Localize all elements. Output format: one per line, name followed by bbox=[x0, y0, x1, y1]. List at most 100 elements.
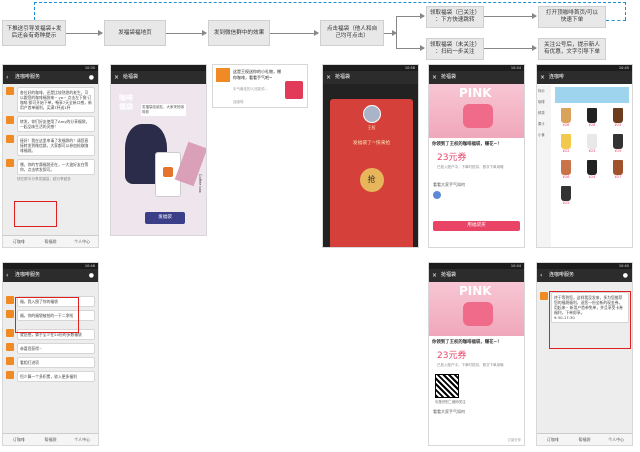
send-bag-button[interactable]: 发福袋 bbox=[145, 212, 185, 224]
mascot-illustration bbox=[463, 104, 493, 128]
product-item[interactable]: ¥25 bbox=[553, 185, 579, 211]
coupon-desc: 已放入账户中，下单时抵扣，首次下单用哦 bbox=[437, 363, 504, 367]
close-icon[interactable]: × bbox=[432, 272, 438, 279]
product-item[interactable]: ¥25 bbox=[605, 107, 631, 133]
menu-order[interactable]: 订咖啡 bbox=[546, 436, 559, 442]
menu-order[interactable]: 订咖啡 bbox=[12, 436, 25, 442]
promo-banner[interactable] bbox=[555, 87, 629, 103]
avatar bbox=[6, 357, 14, 365]
flow-step-home-line1: 打开顶咖啡首页/可以 bbox=[545, 10, 599, 16]
close-icon[interactable]: × bbox=[540, 74, 546, 81]
claimed-nav: × 抢福袋 bbox=[429, 71, 524, 84]
person-icon[interactable]: ● bbox=[88, 272, 94, 279]
status-bar bbox=[111, 65, 206, 71]
avatar bbox=[6, 329, 14, 337]
arrow-5b bbox=[396, 45, 425, 51]
use-bag-button[interactable]: 用福袋买 bbox=[433, 221, 520, 231]
chat-title: 连咖啡服务 bbox=[15, 74, 41, 80]
brand-text: Coffee box bbox=[198, 174, 202, 193]
close-icon[interactable]: × bbox=[326, 74, 332, 81]
category-item[interactable]: 鲜茶 bbox=[538, 111, 545, 115]
product-item[interactable]: ¥27 bbox=[605, 159, 631, 185]
chat-bubble: 就您抱，猜手至少在20份的多数福袋 bbox=[17, 329, 95, 340]
back-icon[interactable]: ‹ bbox=[540, 272, 543, 279]
menu-bag[interactable]: 帮福袋 bbox=[44, 436, 57, 442]
menu-profile[interactable]: 个人中心 bbox=[74, 238, 91, 244]
chat-nav: ‹ 连咖啡服务 ● bbox=[537, 269, 632, 282]
menu-bag[interactable]: 帮福袋 bbox=[44, 238, 57, 244]
sender-name: 王权 bbox=[367, 125, 376, 130]
avatar bbox=[6, 87, 14, 95]
menu-bag[interactable]: 帮福袋 bbox=[578, 436, 591, 442]
menu-order[interactable]: 订咖啡 bbox=[12, 238, 25, 244]
claimed-title: 抢福袋 bbox=[441, 74, 457, 80]
product-item[interactable]: ¥23 bbox=[579, 133, 605, 159]
chat-message: 就您抱，猜手至少在20份的多数福袋 bbox=[3, 321, 98, 340]
product-item[interactable]: ¥26 bbox=[553, 107, 579, 133]
product-price: ¥19 bbox=[614, 149, 622, 153]
chat-message: 各位好的咖啡，还是比较熟悉的老生，可以跟您的咖啡福袋来~ yo~ 点击左下角'订… bbox=[3, 84, 98, 113]
menu-profile[interactable]: 个人中心 bbox=[608, 436, 625, 442]
flow-step-click: 点击福袋（他人和自 己均可点击） bbox=[320, 20, 384, 46]
back-icon[interactable]: ‹ bbox=[6, 272, 9, 279]
envelope-nav: × 抢福袋 bbox=[323, 71, 418, 84]
product-item[interactable]: ¥24 bbox=[579, 159, 605, 185]
flow-step-push: 下推送引导发福袋+发 后还会有奇种提示 bbox=[2, 20, 66, 46]
avatar bbox=[6, 310, 14, 318]
envelope-title: 抢福袋 bbox=[335, 74, 351, 80]
chat-message: 恭喜您获得~ bbox=[3, 340, 98, 354]
open-envelope-button[interactable]: 抢 bbox=[359, 168, 384, 192]
category-item[interactable]: 小食 bbox=[538, 133, 545, 137]
menu-nav: × 连咖啡 bbox=[537, 71, 632, 84]
menu-bar: 订咖啡 帮福袋 个人中心 bbox=[3, 235, 98, 247]
person-icon[interactable]: ● bbox=[622, 272, 628, 279]
banner-text: PINK bbox=[459, 284, 492, 298]
avatar bbox=[6, 135, 14, 143]
flow-step-group: 发到微信群中的效果 bbox=[208, 20, 270, 46]
chat-message: 福，你的福袋被抢的一干二净啦 bbox=[3, 307, 98, 321]
close-icon[interactable]: × bbox=[432, 74, 438, 81]
product-grid: ¥26¥28¥25¥22¥23¥19¥26¥24¥27¥25 bbox=[553, 107, 632, 211]
close-icon[interactable]: × bbox=[114, 74, 120, 81]
chat-bubble: 终于等到您，这样我没发来，多为您推荐您的福袋福利，送您一份全新的现金券，用起来~… bbox=[551, 292, 629, 323]
screen-group-card: 这是王权送你的小礼物，赠你咖啡，看看手气吧~ 手气最佳的人还能领… 连咖啡 bbox=[212, 64, 308, 108]
product-item[interactable]: ¥26 bbox=[553, 159, 579, 185]
back-icon[interactable]: ‹ bbox=[6, 74, 9, 81]
envelope-msg: 发福袋了~快来抢 bbox=[352, 141, 391, 146]
category-item[interactable]: 特价 bbox=[538, 89, 545, 93]
flow-step-landing: 发福袋福地页 bbox=[104, 20, 166, 46]
category-item[interactable]: 咖啡 bbox=[538, 100, 545, 104]
card-desc: 手气最佳的人还能领… bbox=[233, 87, 268, 91]
arrow-2 bbox=[166, 30, 207, 36]
flow-step-landing-label: 发福袋福地页 bbox=[118, 29, 152, 36]
flow-step-followed-line1: 领取福袋（已关注） bbox=[429, 10, 481, 16]
chat-message: 恒少算一个多积累，收入更多福利 bbox=[3, 368, 98, 382]
chat-message: 嘿，你的专属福袋还在，一大波好友在等你，点击转发即可。 bbox=[3, 156, 98, 175]
coffee-cup-icon bbox=[613, 134, 623, 149]
chat-bubble: 接好！我在这里申请了发福袋的！请您直接转发到微信群，大家都可以参加抢取咖啡福袋。 bbox=[17, 135, 95, 156]
category-item[interactable]: 果汁 bbox=[538, 122, 545, 126]
friends-label: 看看大家手气如何 bbox=[433, 182, 465, 187]
status-time: 10:46 bbox=[3, 263, 98, 269]
person-icon[interactable]: ● bbox=[88, 74, 94, 81]
chat-bubble: 嘿，你的专属福袋还在，一大波好友在等你，点击转发即可。 bbox=[17, 159, 95, 175]
envelope: 王权 发福袋了~快来抢 抢 bbox=[330, 99, 413, 247]
screen-chat-2: 10:46 ‹ 连咖啡服务 ● 福，我入围了你的福袋 福，你的福袋被抢的一干二净… bbox=[2, 262, 99, 446]
chat-message: 看相打进项 bbox=[3, 354, 98, 368]
poster: 咖啡福袋 发福袋给朋友，大家来抢咖啡券 Coffee box 发福袋 bbox=[111, 84, 206, 235]
mascot-illustration bbox=[463, 302, 493, 326]
product-item[interactable]: ¥19 bbox=[605, 133, 631, 159]
product-item[interactable]: ¥22 bbox=[553, 133, 579, 159]
menu-title: 连咖啡 bbox=[549, 74, 565, 80]
screen-envelope: 10:58 × 抢福袋 王权 发福袋了~快来抢 抢 bbox=[322, 64, 419, 248]
flow-step-push-line2: 后还会有奇种提示 bbox=[11, 33, 57, 39]
avatar bbox=[433, 191, 441, 199]
product-price: ¥22 bbox=[562, 149, 570, 153]
product-item[interactable]: ¥28 bbox=[579, 107, 605, 133]
qr-code[interactable] bbox=[435, 374, 459, 398]
menu-profile[interactable]: 个人中心 bbox=[74, 436, 91, 442]
screen-landing: × 给福袋 咖啡福袋 发福袋给朋友，大家来抢咖啡券 Coffee box 发福袋 bbox=[110, 64, 207, 236]
flow-step-push-line1: 下推送引导发福袋+发 bbox=[6, 26, 62, 32]
screen-menu: 10:45 × 连咖啡 特价 咖啡 鲜茶 果汁 小食 ¥26¥28¥25¥22¥… bbox=[536, 64, 633, 248]
arrow-6b bbox=[484, 45, 537, 51]
